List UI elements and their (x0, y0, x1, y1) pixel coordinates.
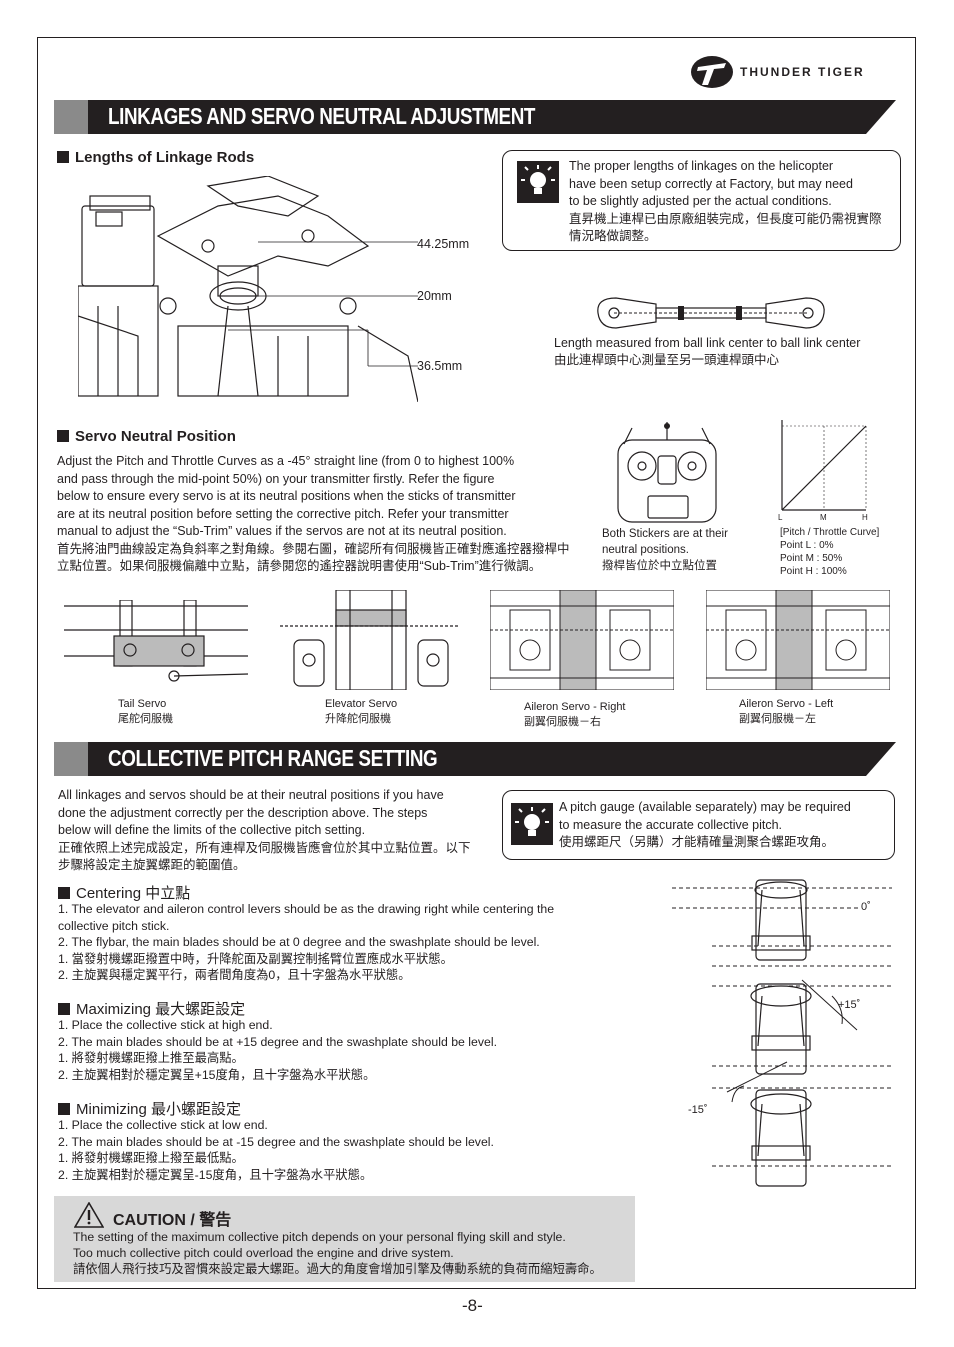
pitch-intro: All linkages and servos should be at the… (58, 788, 471, 872)
warning-triangle-icon (74, 1202, 104, 1228)
pitch-angle-drawings: 0˚ +15˚ -15˚ (672, 879, 892, 1187)
angle-label-minus15: -15˚ (688, 1104, 708, 1116)
servo-neutral-heading: Servo Neutral Position (57, 428, 236, 445)
section-title: COLLECTIVE PITCH RANGE SETTING (108, 745, 438, 771)
angle-label-zero: 0˚ (861, 901, 871, 913)
lengths-heading: Lengths of Linkage Rods (57, 149, 254, 166)
maximizing-heading: Maximizing 最大螺距設定 (58, 998, 245, 1019)
measurement-20: 20mm (417, 289, 452, 303)
section-banner-pitch: COLLECTIVE PITCH RANGE SETTING (54, 742, 896, 776)
maximizing-steps: 1. Place the collective stick at high en… (58, 1018, 498, 1082)
angle-label-plus15: +15˚ (838, 999, 860, 1011)
centering-heading: Centering 中立點 (58, 882, 190, 903)
minimizing-heading: Minimizing 最小螺距設定 (58, 1098, 241, 1119)
aileron-servo-right-drawing (490, 590, 674, 690)
rotor-head-drawing (78, 176, 418, 402)
tail-servo-drawing (64, 600, 248, 682)
axis-label-m: M (820, 513, 827, 522)
curve-line (781, 425, 867, 511)
curve-caption: [Pitch / Throttle Curve]Point L : 0%Poin… (780, 527, 880, 577)
caution-title: CAUTION / 警告 (113, 1212, 232, 1229)
caution-text: The setting of the maximum collective pi… (73, 1230, 602, 1276)
axis-label-h: H (862, 513, 868, 522)
servo-neutral-text: Adjust the Pitch and Throttle Curves as … (57, 454, 570, 573)
minimizing-steps: 1. Place the collective stick at low end… (58, 1118, 494, 1182)
caution-box: CAUTION / 警告 The setting of the maximum … (54, 1196, 635, 1282)
tiger-logo-icon (691, 56, 733, 88)
axis-label-l: L (778, 513, 783, 522)
measurement-36: 36.5mm (417, 359, 463, 373)
lightbulb-icon (511, 803, 553, 845)
page-number: -8- (462, 1296, 483, 1315)
brand-logo: THUNDER TIGER (690, 55, 900, 89)
tip-box-pitch-gauge: A pitch gauge (available separately) may… (502, 790, 895, 860)
measurement-44: 44.25mm (417, 237, 470, 251)
tip-box-linkages: The proper lengths of linkages on the he… (502, 150, 901, 251)
transmitter-drawing (617, 422, 717, 523)
section-title: LINKAGES AND SERVO NEUTRAL ADJUSTMENT (108, 103, 536, 129)
aileron-servo-left-drawing (706, 590, 890, 690)
lightbulb-icon (517, 161, 559, 203)
rod-caption: Length measured from ball link center to… (554, 336, 861, 367)
linkage-rod-drawing (597, 297, 825, 329)
elevator-servo-drawing (280, 590, 460, 690)
centering-steps: 1. The elevator and aileron control leve… (58, 902, 555, 982)
brand-name: THUNDER TIGER (740, 65, 865, 79)
pitch-throttle-curve-graph: L M H (778, 420, 868, 522)
page-frame (37, 37, 916, 1289)
section-banner-linkages: LINKAGES AND SERVO NEUTRAL ADJUSTMENT (54, 100, 896, 134)
